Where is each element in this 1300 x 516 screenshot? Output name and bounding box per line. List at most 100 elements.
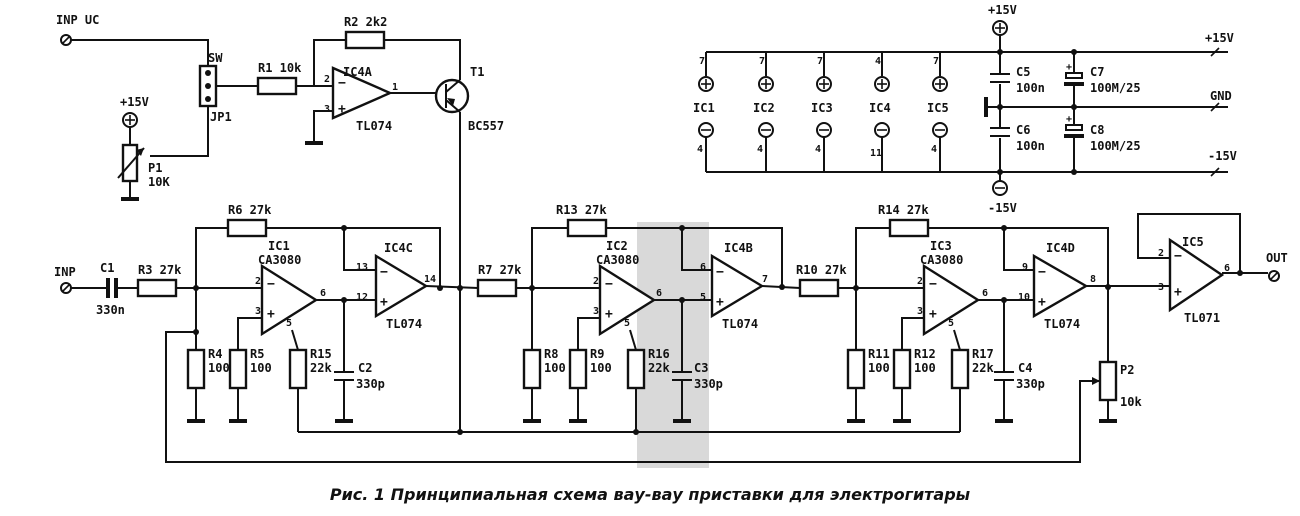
label-plus15-top: +15V: [988, 3, 1017, 17]
resistor-r14: [888, 218, 930, 238]
svg-text:−: −: [1174, 249, 1182, 264]
label-c7: C7: [1090, 65, 1104, 79]
label-ic2-power: IC2: [753, 101, 775, 115]
label-c2: C2: [358, 361, 372, 375]
label-ic4a-type: TL074: [356, 119, 392, 133]
label-jp1: JP1: [210, 110, 232, 124]
label-c6v: 100n: [1016, 139, 1045, 153]
svg-text:+: +: [338, 102, 346, 117]
resistor-r8: [522, 348, 542, 390]
label-c4: C4: [1018, 361, 1032, 375]
label-ic2-type: CA3080: [596, 253, 639, 267]
label-ic4b-type: TL074: [722, 317, 758, 331]
svg-text:+: +: [605, 307, 613, 322]
label-p2: P2: [1120, 363, 1134, 377]
opamp-ic4a: [331, 66, 393, 120]
svg-text:7: 7: [762, 274, 768, 285]
resistor-r9: [568, 348, 588, 390]
svg-text:6: 6: [656, 288, 662, 299]
svg-text:5: 5: [948, 318, 954, 329]
resistor-r2: [344, 30, 386, 50]
svg-text:5: 5: [624, 318, 630, 329]
pot-p2: [1098, 360, 1118, 402]
svg-text:+: +: [380, 295, 388, 310]
label-r2: R2 2k2: [344, 15, 387, 29]
label-ic4d: IC4D: [1046, 241, 1075, 255]
svg-text:2: 2: [324, 74, 330, 85]
label-r14: R14 27k: [878, 203, 929, 217]
resistor-r13: [566, 218, 608, 238]
label-r13: R13 27k: [556, 203, 607, 217]
label-c1v: 330n: [96, 303, 125, 317]
power-section: +15V GND -15V 74 IC1 74 IC2 74: [693, 3, 1237, 215]
opamp-ic4d: [1032, 253, 1089, 319]
svg-text:4: 4: [697, 144, 703, 155]
label-ic3: IC3: [930, 239, 952, 253]
label-inp-uc: INP UC: [56, 13, 99, 27]
label-ic1-power: IC1: [693, 101, 715, 115]
label-ic2: IC2: [606, 239, 628, 253]
label-r5v: 100: [250, 361, 272, 375]
schematic: INP UC SW JP1 +15V P1 10K R1 10k −+ 231 …: [54, 3, 1288, 468]
highlight-region: [637, 222, 709, 468]
ota-ic2: [598, 263, 657, 337]
label-ic4c: IC4C: [384, 241, 413, 255]
label-ic5-type: TL071: [1184, 311, 1220, 325]
label-r10: R10 27k: [796, 263, 847, 277]
label-r4v: 100: [208, 361, 230, 375]
svg-text:4: 4: [931, 144, 937, 155]
svg-text:3: 3: [917, 306, 923, 317]
resistor-r7: [476, 278, 518, 298]
input-uc-section: INP UC SW JP1 +15V P1 10K R1 10k −+ 231 …: [56, 13, 504, 432]
svg-text:7: 7: [759, 56, 765, 67]
label-ic5: IC5: [1182, 235, 1204, 249]
svg-text:9: 9: [1022, 262, 1028, 273]
opamp-ic5: [1168, 237, 1225, 313]
resistor-r17: [950, 348, 970, 390]
label-r11v: 100: [868, 361, 890, 375]
label-ic4-power: IC4: [869, 101, 891, 115]
label-t1: T1: [470, 65, 484, 79]
svg-text:2: 2: [1158, 248, 1164, 259]
label-c3v: 330p: [694, 377, 723, 391]
stage-2: R7 27k R13 27k R8 100 −+ 236 5 IC2 CA308…: [476, 203, 801, 432]
svg-text:14: 14: [424, 274, 436, 285]
svg-text:+: +: [1174, 285, 1182, 300]
svg-text:2: 2: [917, 276, 923, 287]
resistor-r3: [136, 278, 178, 298]
label-minus15-rail: -15V: [1208, 149, 1237, 163]
label-p1v: 10K: [148, 175, 170, 189]
label-sw: SW: [208, 51, 223, 65]
resistor-r11: [846, 348, 866, 390]
label-r12: R12: [914, 347, 936, 361]
label-r5: R5: [250, 347, 264, 361]
label-r4: R4: [208, 347, 222, 361]
label-out: OUT: [1266, 251, 1288, 265]
label-gnd: GND: [1210, 89, 1232, 103]
svg-text:3: 3: [324, 104, 330, 115]
label-c6: C6: [1016, 123, 1030, 137]
resistor-r1: [256, 76, 298, 96]
svg-text:4: 4: [757, 144, 763, 155]
stage-3: R10 27k R14 27k R11 100 −+ 236 5 IC3 CA3…: [165, 203, 1150, 463]
label-minus15-bottom: -15V: [988, 201, 1017, 215]
svg-text:−: −: [605, 277, 613, 292]
label-plus15-p1: +15V: [120, 95, 149, 109]
output-stage: −+ 236 IC5 TL071 OUT: [1137, 213, 1288, 325]
svg-text:11: 11: [870, 148, 882, 159]
opamp-ic4c: [374, 253, 429, 319]
svg-text:5: 5: [286, 318, 292, 329]
svg-text:2: 2: [593, 276, 599, 287]
label-c8v: 100M/25: [1090, 139, 1141, 153]
label-ic4b: IC4B: [724, 241, 753, 255]
resistor-r4: [186, 348, 206, 390]
svg-text:+: +: [267, 307, 275, 322]
label-r8: R8: [544, 347, 558, 361]
label-c2v: 330p: [356, 377, 385, 391]
label-ic3-power: IC3: [811, 101, 833, 115]
svg-text:−: −: [338, 76, 346, 91]
svg-text:10: 10: [1018, 292, 1030, 303]
label-r17: R17: [972, 347, 994, 361]
label-ic1-type: CA3080: [258, 253, 301, 267]
svg-text:2: 2: [255, 276, 261, 287]
